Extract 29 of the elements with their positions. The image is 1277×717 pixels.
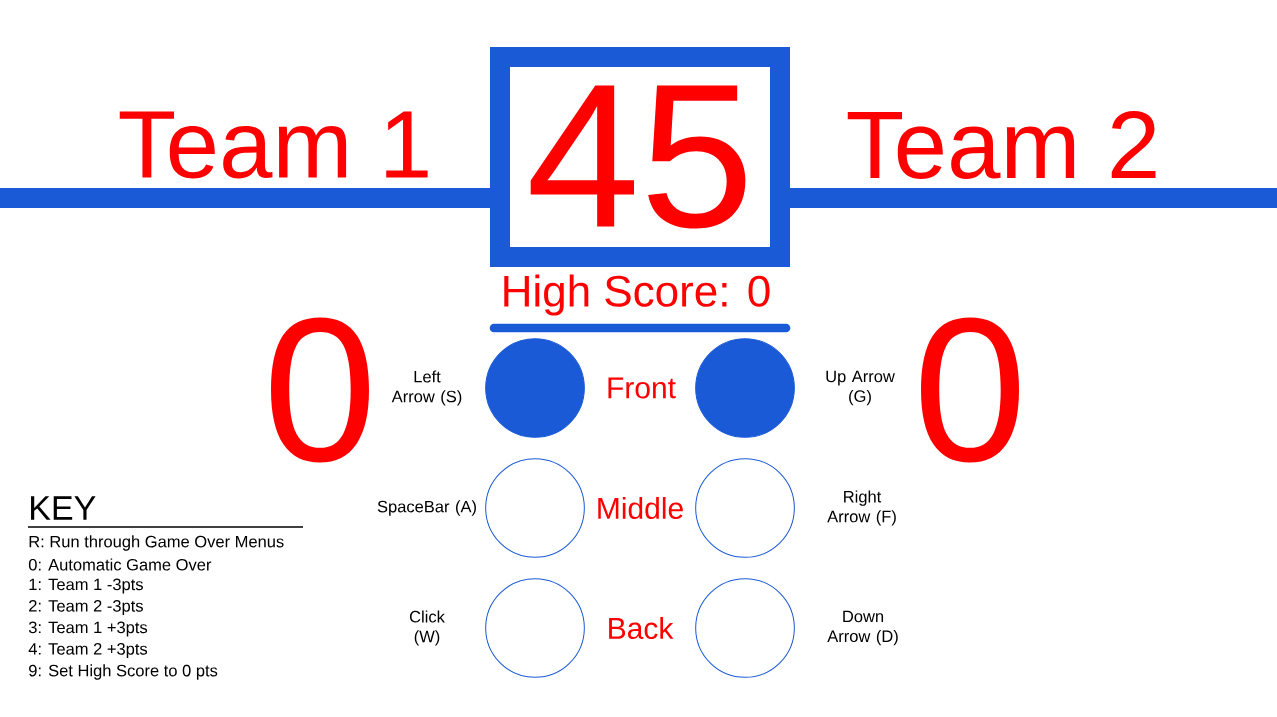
button-circle (485, 338, 585, 438)
button-circle (485, 458, 585, 558)
timer-box: 45 (490, 47, 790, 267)
row-label: Front (608, 377, 676, 399)
team-name: Team 2 (847, 111, 1156, 179)
row-label: Middle (598, 497, 683, 519)
control-label: Click (W) (409, 610, 445, 646)
key-entry: 3: Team 1 +3pts (28, 621, 148, 637)
key-entry: 2: Team 2 -3pts (29, 600, 143, 615)
key-heading: KEY (31, 496, 96, 520)
row-label: Back (609, 617, 674, 639)
control-label: Down Arrow (D) (827, 610, 898, 646)
key-entry: 0: Automatic Game Over (28, 558, 212, 571)
team-score: 0 (921, 317, 1019, 463)
button-circle (695, 338, 795, 438)
key-entry: 9: Set High Score to 0 pts (29, 664, 218, 680)
key-entry: R: Run through Game Over Menus (29, 535, 284, 551)
control-label: Up Arrow (G) (826, 370, 895, 406)
key-entry: 4: Team 2 +3pts (28, 643, 148, 658)
key-entry: 1: Team 1 -3pts (29, 578, 143, 594)
high-score-text: High Score: 0 (504, 274, 770, 316)
team-score: 0 (271, 317, 369, 463)
button-circle (485, 578, 585, 678)
control-label: Right Arrow (F) (827, 490, 896, 526)
button-circle (695, 578, 795, 678)
button-circle (695, 458, 795, 558)
control-label: SpaceBar (A) (377, 500, 476, 516)
control-label: Left Arrow (S) (391, 370, 462, 406)
team-name: Team 1 (119, 111, 428, 179)
